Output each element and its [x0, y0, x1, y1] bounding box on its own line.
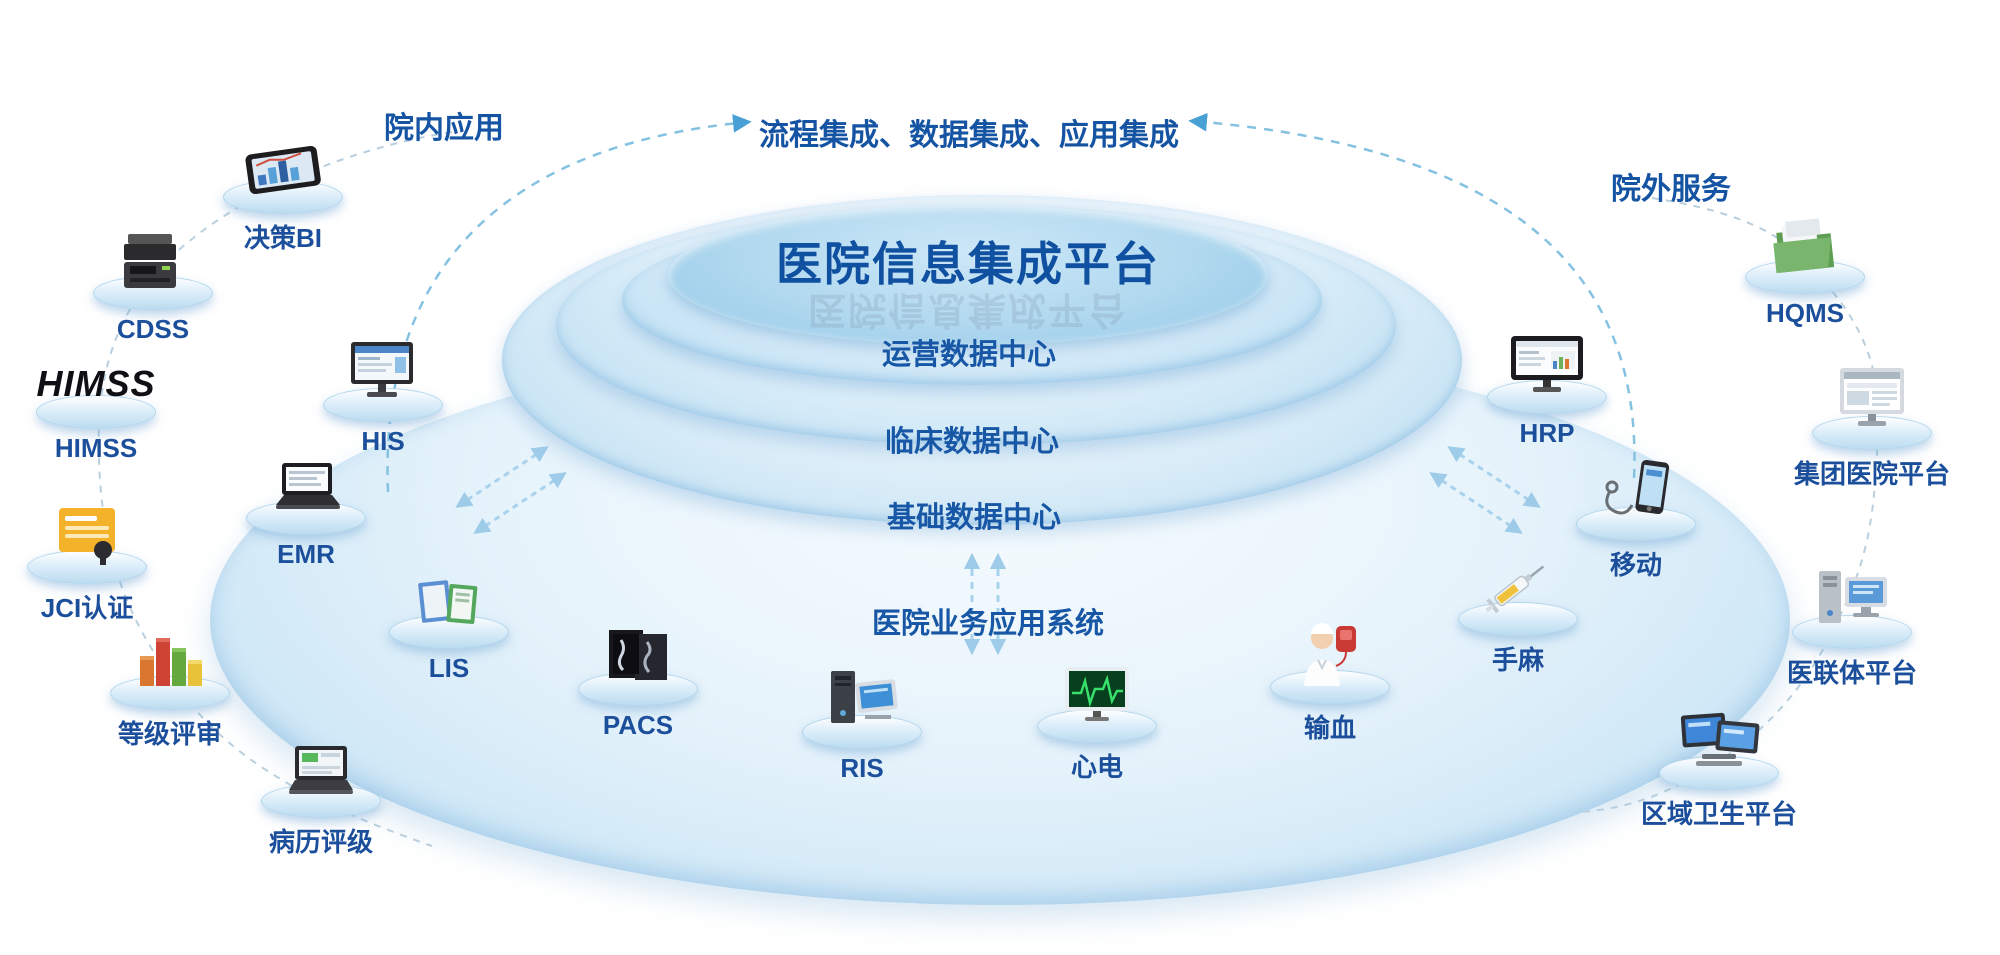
syringe-icon	[1478, 552, 1558, 618]
node-bingli: 病历评级	[211, 734, 431, 859]
node-label: HRP	[1519, 418, 1575, 448]
node-quyu: 区域卫生平台	[1609, 706, 1829, 831]
node-label: 移动	[1609, 550, 1662, 580]
node-emr: EMR	[196, 451, 416, 570]
himss-logo-icon: HIMSS	[36, 345, 155, 411]
node-label: 心电	[1070, 752, 1123, 782]
node-ris: RIS	[752, 665, 972, 784]
tier-operations-label: 运营数据中心	[881, 339, 1057, 371]
platform-top-disc	[668, 205, 1268, 345]
node-label: 区域卫生平台	[1640, 799, 1797, 829]
tower-monitor-icon	[821, 665, 903, 731]
node-label: RIS	[840, 753, 884, 783]
certificate-icon	[51, 500, 123, 566]
folder-files-icon	[1766, 210, 1844, 276]
node-label: JCI认证	[40, 593, 134, 623]
tier-clinical-label: 临床数据中心	[884, 426, 1060, 458]
documents-icon	[410, 565, 488, 631]
server-printer-icon	[118, 226, 188, 292]
nurse-blood-bag-icon	[1292, 620, 1368, 686]
node-label: 输血	[1303, 713, 1356, 743]
header-outhospital: 院外服务	[1611, 173, 1731, 206]
tier-apps-label: 医院业务应用系统	[871, 608, 1105, 640]
node-label: LIS	[428, 653, 470, 683]
node-label: EMR	[277, 539, 335, 569]
pc-server-icon	[1811, 565, 1893, 631]
node-lis: LIS	[339, 565, 559, 684]
desktop-monitor-icon	[341, 338, 425, 404]
node-hqms: HQMS	[1695, 210, 1915, 329]
himss-logo-text: HIMSS	[36, 363, 156, 404]
ecg-monitor-icon	[1057, 659, 1137, 725]
node-label: 集团医院平台	[1793, 459, 1950, 489]
bi-tablet-icon	[241, 130, 325, 196]
pedestal	[802, 715, 922, 749]
node-label: 等级评审	[117, 719, 222, 749]
node-yilianti: 医联体平台	[1742, 565, 1962, 690]
node-jci: JCI认证	[0, 500, 197, 625]
browser-monitor-icon	[1832, 366, 1912, 432]
bar-chart-icon	[132, 626, 208, 692]
header-inhospital: 院内应用	[384, 112, 504, 145]
header-integration: 流程集成、数据集成、应用集成	[759, 119, 1179, 152]
node-shouma: 手麻	[1408, 552, 1628, 677]
dual-computers-icon	[1676, 706, 1762, 772]
node-pacs: PACS	[528, 622, 748, 741]
node-label: 手麻	[1491, 645, 1544, 675]
pedestal	[1458, 602, 1578, 636]
node-jituan: 集团医院平台	[1762, 366, 1982, 491]
node-label: HIMSS	[54, 433, 138, 463]
node-yidong: 移动	[1526, 457, 1746, 582]
node-himss: HIMSS HIMSS	[0, 345, 206, 464]
node-shuxue: 输血	[1220, 620, 1440, 745]
node-xindian: 心电	[987, 659, 1207, 784]
laptop-icon	[266, 451, 346, 517]
platform-title: 医院信息集成平台	[776, 238, 1160, 290]
phone-stethoscope-icon	[1596, 457, 1676, 523]
laptop-rating-icon	[281, 734, 361, 800]
monitor-spreadsheet-icon	[1503, 330, 1591, 396]
node-hrp: HRP	[1437, 330, 1657, 449]
node-label: PACS	[602, 710, 674, 740]
node-label: 医联体平台	[1786, 658, 1917, 688]
node-cdss: CDSS	[43, 226, 263, 345]
node-dengji: 等级评审	[60, 626, 280, 751]
node-label: HQMS	[1766, 298, 1844, 328]
node-label: 病历评级	[268, 827, 373, 857]
tier-basic-label: 基础数据中心	[886, 502, 1062, 534]
node-his: HIS	[273, 338, 493, 457]
xray-film-icon	[601, 622, 675, 688]
node-label: CDSS	[116, 314, 190, 344]
